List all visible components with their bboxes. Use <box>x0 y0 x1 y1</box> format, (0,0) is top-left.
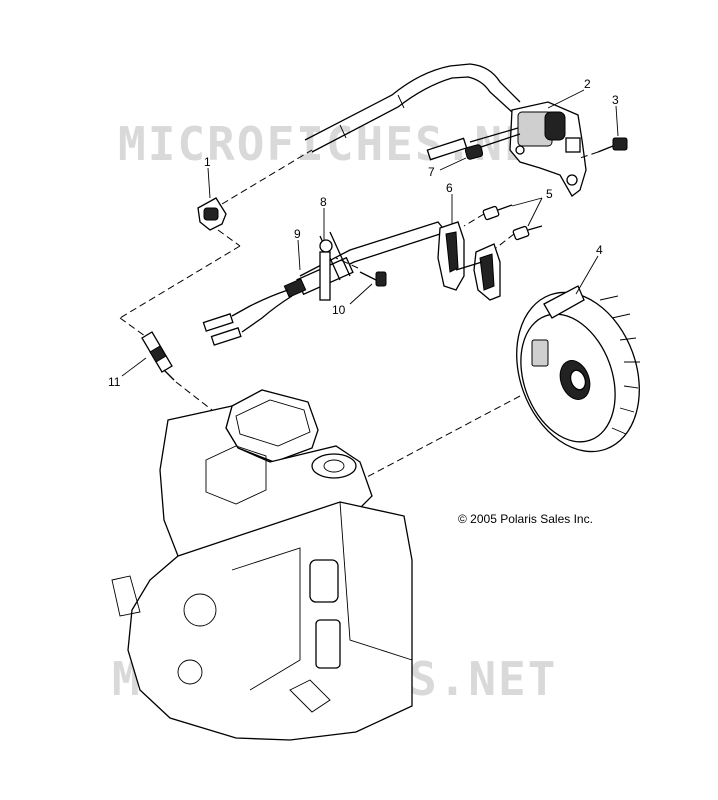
callout-2: 2 <box>584 77 591 91</box>
callout-6: 6 <box>446 181 453 195</box>
watermark-top: MICROFICHES.NET <box>118 117 563 171</box>
engine <box>111 389 413 741</box>
callout-4: 4 <box>596 243 603 257</box>
callout-7: 7 <box>428 165 435 179</box>
callout-9: 9 <box>294 227 301 241</box>
kill-switch-harness <box>202 221 447 346</box>
copyright-notice: © 2005 Polaris Sales Inc. <box>458 512 593 526</box>
ignition-coil <box>304 63 587 197</box>
trigger-coils <box>437 221 501 301</box>
callout-10: 10 <box>332 303 346 317</box>
spark-plug <box>141 331 213 411</box>
callout-3: 3 <box>612 93 619 107</box>
callout-5: 5 <box>546 187 553 201</box>
callout-8: 8 <box>320 195 327 209</box>
callout-11: 11 <box>108 375 121 389</box>
coil-screw <box>579 137 628 159</box>
spark-plug-cap <box>119 149 313 337</box>
coil-screws <box>463 204 543 249</box>
callout-labels: 1 2 3 4 5 6 7 8 9 10 11 <box>108 77 619 389</box>
callout-1: 1 <box>204 155 211 169</box>
flywheel <box>349 285 640 487</box>
wire-terminal <box>464 144 484 160</box>
